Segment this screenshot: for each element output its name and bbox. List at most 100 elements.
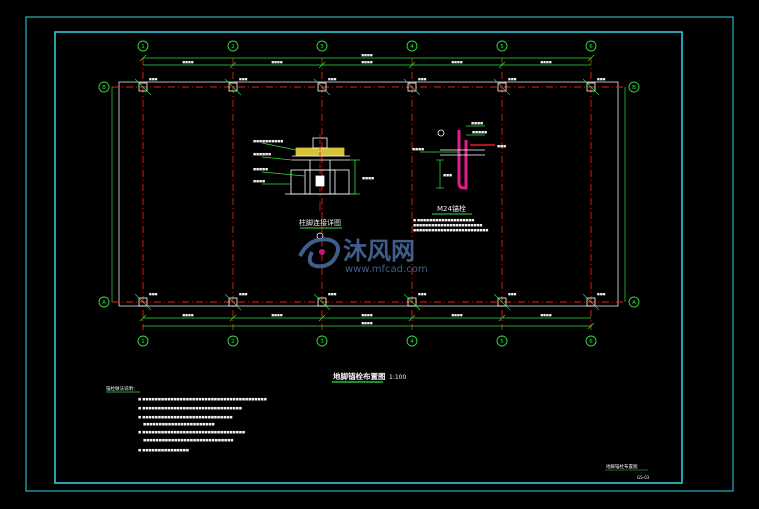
svg-text:■■■■: ■■■■ bbox=[451, 60, 463, 64]
axis-bubble-4-top: 4 bbox=[406, 40, 418, 52]
svg-text:■■■: ■■■ bbox=[328, 77, 337, 81]
svg-text:2: 2 bbox=[231, 44, 235, 50]
dimension-text: ■■■■ ■■■■■■■■ ■■■■■■■■ ■■■■ ■■■■■■■■ ■■■… bbox=[182, 53, 552, 325]
svg-text:5: 5 bbox=[500, 339, 504, 345]
svg-text:■ ■■■■■■■■■■■■■■■■■■■: ■ ■■■■■■■■■■■■■■■■■■■ bbox=[413, 218, 474, 222]
svg-text:■■■■: ■■■■ bbox=[362, 176, 374, 180]
notes-title: 锚栓做法说明： bbox=[106, 385, 138, 392]
svg-text:■■■: ■■■ bbox=[328, 292, 337, 296]
svg-text:2: 2 bbox=[231, 339, 235, 345]
column-base-marker: ■■■ bbox=[313, 292, 337, 311]
axis-bubble-6-top: 6 bbox=[585, 40, 597, 52]
axis-bubble-2-bottom: 2 bbox=[227, 335, 239, 347]
column-axis-bubbles-bottom: 1 2 3 4 5 6 bbox=[137, 335, 597, 347]
svg-text:6: 6 bbox=[589, 339, 593, 345]
svg-text:■■■: ■■■ bbox=[497, 144, 506, 148]
svg-text:■■■■: ■■■■ bbox=[271, 313, 283, 317]
svg-text:■■■: ■■■ bbox=[239, 77, 248, 81]
column-base-marker: ■■■ bbox=[403, 292, 427, 311]
svg-text:■■■■: ■■■■ bbox=[253, 179, 265, 183]
inner-frame bbox=[54, 31, 683, 484]
dimension-lines bbox=[111, 57, 626, 327]
anchor-bolt-detail-title: M24锚栓 bbox=[437, 204, 466, 213]
svg-text:1: 1 bbox=[141, 44, 145, 50]
column-base-marker: ■■■ bbox=[134, 292, 158, 311]
column-base-detail-labels: ■■■■■■■■■■ ■■■■■■ ■■■■■ ■■■■ ■■■■ bbox=[253, 139, 374, 183]
axis-bubble-B-left: B bbox=[98, 81, 110, 93]
title-block-number: GS-03 bbox=[637, 475, 650, 480]
svg-text:1: 1 bbox=[141, 339, 145, 345]
svg-text:■■■■■■■■■■■■■■■■■■■■■■■■■■■■■: ■■■■■■■■■■■■■■■■■■■■■■■■■■■■■ bbox=[143, 438, 233, 442]
svg-text:6: 6 bbox=[589, 44, 593, 50]
svg-text:■■■■■: ■■■■■ bbox=[472, 130, 487, 134]
svg-text:3: 3 bbox=[320, 44, 324, 50]
axis-bubble-3-top: 3 bbox=[316, 40, 328, 52]
axis-bubble-6-bottom: 6 bbox=[585, 335, 597, 347]
watermark-url: www.mfcad.com bbox=[345, 264, 428, 275]
axis-bubble-1-top: 1 bbox=[137, 40, 149, 52]
svg-text:■■■■: ■■■■ bbox=[361, 60, 373, 64]
svg-text:■■■: ■■■ bbox=[149, 77, 158, 81]
row-axis-bubbles: A A B B bbox=[98, 81, 640, 308]
svg-text:■■■■: ■■■■ bbox=[540, 313, 552, 317]
svg-text:■ ■■■■■■■■■■■■■■■: ■ ■■■■■■■■■■■■■■■ bbox=[138, 448, 189, 452]
svg-text:5: 5 bbox=[500, 44, 504, 50]
svg-text:■■■: ■■■ bbox=[418, 77, 427, 81]
svg-text:■ ■■■■■■■■■■■■■■■■■■■■■■■■■■■■: ■ ■■■■■■■■■■■■■■■■■■■■■■■■■■■■■ bbox=[138, 415, 233, 419]
column-base-marker: ■■■ bbox=[582, 292, 606, 311]
column-base-marker: ■■■ bbox=[224, 292, 248, 311]
axis-bubble-5-bottom: 5 bbox=[496, 335, 508, 347]
anchor-bolt-notes: ■ ■■■■■■■■■■■■■■■■■■■ ■■■■■■■■■■■■■■■■■■… bbox=[413, 218, 488, 232]
notes-lines: ■ ■■■■■■■■■■■■■■■■■■■■■■■■■■■■■■■■■■■■■■… bbox=[138, 397, 267, 452]
svg-text:■■■: ■■■ bbox=[443, 173, 452, 177]
column-base-marker: ■■■ bbox=[403, 77, 427, 96]
svg-text:■■■■: ■■■■ bbox=[451, 313, 463, 317]
axis-bubble-B-right: B bbox=[628, 81, 640, 93]
svg-text:■ ■■■■■■■■■■■■■■■■■■■■■■■■■■■■: ■ ■■■■■■■■■■■■■■■■■■■■■■■■■■■■■■■■ bbox=[138, 406, 242, 410]
svg-text:■ ■■■■■■■■■■■■■■■■■■■■■■■■■■■■: ■ ■■■■■■■■■■■■■■■■■■■■■■■■■■■■■■■■■■■■■■… bbox=[138, 397, 267, 401]
column-base-marker: ■■■ bbox=[582, 77, 606, 96]
axis-bubble-A-right: A bbox=[628, 296, 640, 308]
dimension-ticks bbox=[139, 54, 595, 330]
svg-text:■■■■: ■■■■ bbox=[471, 121, 483, 125]
svg-text:■■■■: ■■■■ bbox=[361, 53, 373, 57]
grid-lines bbox=[112, 58, 624, 330]
axis-bubble-5-top: 5 bbox=[496, 40, 508, 52]
svg-text:B: B bbox=[102, 85, 106, 91]
svg-text:B: B bbox=[632, 85, 636, 91]
svg-text:A: A bbox=[102, 300, 106, 306]
svg-text:■■■■■■■■■■■■■■■■■■■■■■■: ■■■■■■■■■■■■■■■■■■■■■■■ bbox=[413, 223, 482, 227]
axis-bubble-4-bottom: 4 bbox=[406, 335, 418, 347]
title-block-name: 地脚锚栓布置图 bbox=[606, 463, 638, 470]
svg-text:3: 3 bbox=[320, 339, 324, 345]
column-base-markers: ■■■■■■■■■■■■■■■■■■■■■■■■■■■■■■■■■■■■ bbox=[134, 77, 606, 311]
column-base-marker: ■■■ bbox=[493, 292, 517, 311]
column-base-marker: ■■■ bbox=[493, 77, 517, 96]
svg-text:■■■■: ■■■■ bbox=[182, 60, 194, 64]
svg-text:4: 4 bbox=[410, 339, 414, 345]
column-base-marker: ■■■ bbox=[313, 77, 337, 96]
svg-text:■■■: ■■■ bbox=[597, 77, 606, 81]
svg-text:■■■■■■■■■■■■■■■■■■■■■■■■■: ■■■■■■■■■■■■■■■■■■■■■■■■■ bbox=[413, 228, 488, 232]
watermark-text: 沐风网 bbox=[343, 237, 415, 265]
svg-text:■■■: ■■■ bbox=[239, 292, 248, 296]
svg-text:A: A bbox=[632, 300, 636, 306]
column-base-detail bbox=[261, 134, 360, 240]
column-base-detail-title: 柱脚连接详图 bbox=[299, 218, 341, 227]
watermark-logo-icon bbox=[298, 237, 340, 269]
plan-scale: 1:100 bbox=[389, 374, 406, 381]
svg-text:■■■: ■■■ bbox=[508, 292, 517, 296]
svg-text:■■■: ■■■ bbox=[597, 292, 606, 296]
plan-title: 地脚锚栓布置图 bbox=[333, 371, 386, 381]
svg-text:■■■■■: ■■■■■ bbox=[253, 167, 268, 171]
svg-text:■ ■■■■■■■■■■■■■■■■■■■■■■■■■■■■: ■ ■■■■■■■■■■■■■■■■■■■■■■■■■■■■■■■■■ bbox=[138, 430, 245, 434]
outer-frame bbox=[25, 16, 734, 492]
watermark: 沐风网 www.mfcad.com bbox=[298, 237, 428, 275]
column-base-marker: ■■■ bbox=[134, 77, 158, 96]
svg-text:4: 4 bbox=[410, 44, 414, 50]
svg-text:■■■■: ■■■■ bbox=[540, 60, 552, 64]
svg-text:■■■■: ■■■■ bbox=[182, 313, 194, 317]
svg-text:■■■: ■■■ bbox=[508, 77, 517, 81]
